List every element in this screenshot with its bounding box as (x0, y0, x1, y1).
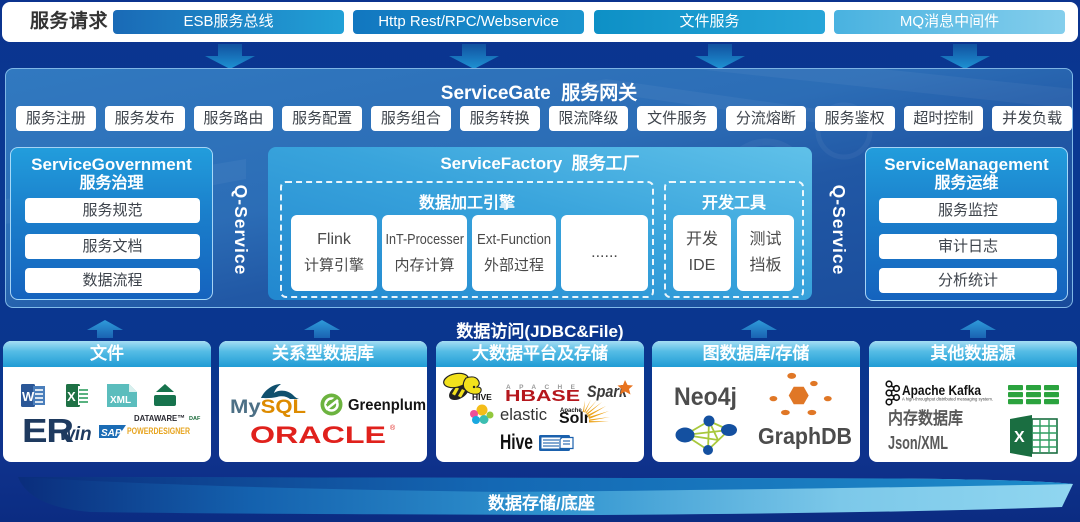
svg-text:HIVE: HIVE (472, 392, 492, 402)
svg-text:win: win (60, 424, 92, 445)
svg-text:W: W (22, 389, 35, 404)
svg-text:®: ® (390, 424, 396, 432)
svg-text:Hive: Hive (500, 431, 533, 454)
svg-text:Spark: Spark (587, 382, 628, 401)
svg-text:SAP: SAP (101, 428, 122, 439)
svg-text:Solr: Solr (559, 410, 590, 427)
svg-text:Apache Kafka: Apache Kafka (902, 383, 981, 398)
svg-text:ER: ER (22, 412, 74, 449)
svg-text:DAF: DAF (189, 416, 201, 422)
svg-text:GraphDB: GraphDB (758, 423, 852, 449)
svg-text:A high-throughput distributed: A high-throughput distributed messaging … (902, 397, 993, 402)
svg-text:X: X (67, 389, 76, 404)
svg-text:ORACLE: ORACLE (250, 422, 386, 449)
svg-text:HBASE: HBASE (505, 388, 580, 405)
svg-text:elastic: elastic (500, 405, 547, 424)
svg-text:Greenplum: Greenplum (348, 397, 426, 414)
svg-text:XML: XML (110, 395, 131, 406)
svg-text:POWERDESIGNER: POWERDESIGNER (127, 426, 190, 436)
svg-text:数据存储/底座: 数据存储/底座 (488, 493, 595, 513)
svg-text:内存数据库: 内存数据库 (888, 408, 963, 428)
svg-text:Neo4j: Neo4j (674, 383, 737, 411)
svg-text:DATAWARE™: DATAWARE™ (134, 413, 185, 423)
svg-text:Apache: Apache (560, 408, 582, 414)
svg-text:X: X (1014, 429, 1025, 446)
svg-text:Json/XML: Json/XML (888, 433, 948, 453)
